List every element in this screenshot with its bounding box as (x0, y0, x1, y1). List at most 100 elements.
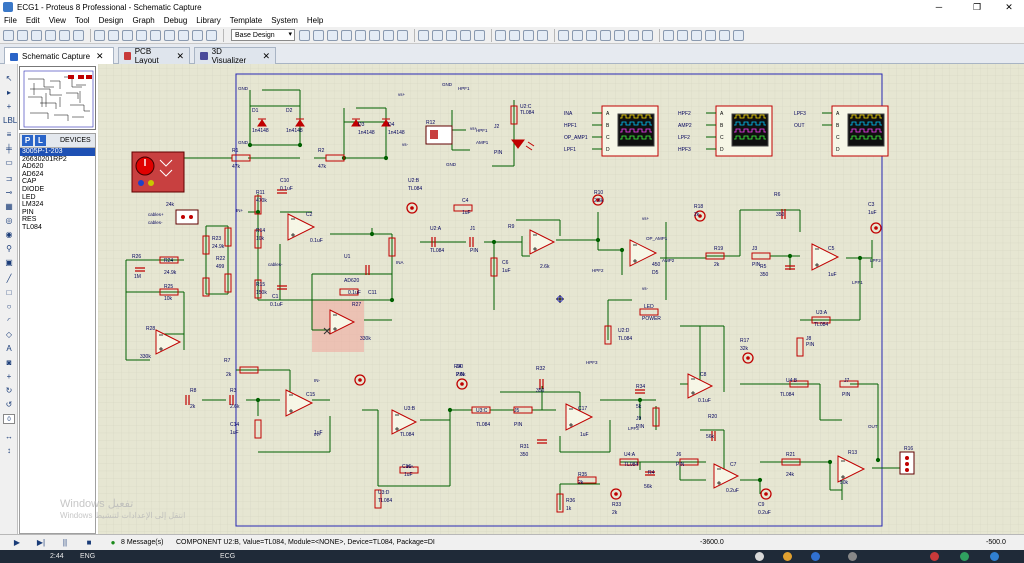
play-icon[interactable]: ▶ (13, 538, 21, 547)
tray-icon[interactable] (960, 552, 969, 561)
language-indicator[interactable]: ENG (80, 553, 96, 560)
remove-sheet-icon[interactable] (677, 29, 688, 41)
app-icon[interactable] (848, 552, 857, 561)
selection-mode-icon[interactable]: ↖ (5, 74, 13, 83)
wire-autorouter-icon[interactable] (614, 29, 625, 41)
device-item[interactable]: AD624 (22, 170, 44, 178)
pcb-icon[interactable] (122, 29, 133, 41)
cables-connector[interactable] (175, 209, 199, 225)
menu-system[interactable]: System (271, 16, 298, 25)
new-file-icon[interactable] (3, 29, 14, 41)
menu-view[interactable]: View (48, 16, 66, 25)
block-rotate-icon[interactable] (523, 29, 534, 41)
zoom-out-icon[interactable] (369, 29, 380, 41)
pin-icon[interactable]: ⊸ (5, 188, 13, 197)
path-icon[interactable]: ◇ (5, 330, 13, 339)
maximize-button[interactable]: ❐ (972, 2, 982, 12)
device-item[interactable]: RES (22, 216, 37, 224)
close-icon[interactable]: ✕ (176, 50, 184, 61)
tray-icon[interactable] (930, 552, 939, 561)
decompose-icon[interactable] (600, 29, 611, 41)
tape-icon[interactable]: ◎ (5, 216, 13, 225)
browser-icon[interactable] (811, 552, 820, 561)
design-select[interactable]: Base Design (231, 29, 295, 41)
device-item[interactable]: LM324 (22, 201, 44, 209)
menu-library[interactable]: Library (196, 16, 221, 25)
erc-icon[interactable] (719, 29, 730, 41)
tray-icon[interactable] (990, 552, 999, 561)
chrome-icon[interactable] (755, 552, 764, 561)
pause-icon[interactable]: || (62, 538, 68, 547)
paste-icon[interactable] (474, 29, 485, 41)
device-item[interactable]: CAP (22, 178, 37, 186)
taskbar-app[interactable]: ECG (220, 553, 236, 560)
undo-icon[interactable] (418, 29, 429, 41)
netlist-icon[interactable] (733, 29, 744, 41)
grid-icon[interactable] (313, 29, 324, 41)
circle-icon[interactable]: ○ (6, 302, 12, 311)
close-icon[interactable]: ✕ (262, 50, 270, 61)
export-icon[interactable] (59, 29, 70, 41)
menu-debug[interactable]: Debug (163, 16, 188, 25)
step-icon[interactable]: ▶| (36, 538, 46, 547)
text-icon[interactable]: A (6, 344, 12, 353)
bill-of-materials-icon[interactable] (705, 29, 716, 41)
instrument-icon[interactable]: ▣ (5, 258, 13, 267)
terminal-icon[interactable]: ⊐ (5, 174, 13, 183)
menu-graph[interactable]: Graph (132, 16, 155, 25)
block-move-icon[interactable] (509, 29, 520, 41)
block-delete-icon[interactable] (537, 29, 548, 41)
pan-icon[interactable] (341, 29, 352, 41)
bom-icon[interactable] (164, 29, 175, 41)
notes-icon[interactable] (192, 29, 203, 41)
box-icon[interactable]: □ (6, 288, 12, 297)
pick-devices-button[interactable]: P (22, 135, 33, 146)
help-icon[interactable] (206, 29, 217, 41)
new-sheet-icon[interactable] (663, 29, 674, 41)
make-device-icon[interactable] (572, 29, 583, 41)
block-copy-icon[interactable] (495, 29, 506, 41)
device-item[interactable]: PIN (22, 208, 34, 216)
menu-help[interactable]: Help (306, 16, 324, 25)
minimize-button[interactable]: ─ (935, 2, 943, 12)
device-item[interactable]: TL084 (22, 223, 42, 231)
device-item[interactable]: DIODE (22, 185, 45, 193)
rotate-ccw-icon[interactable]: ↺ (5, 400, 13, 409)
pick-device-icon[interactable] (558, 29, 569, 41)
device-item[interactable]: AD620 (22, 163, 44, 171)
copy-icon[interactable] (460, 29, 471, 41)
cut-icon[interactable] (446, 29, 457, 41)
zoom-area-icon[interactable] (397, 29, 408, 41)
schematic-drawing[interactable]: ABCDINAHPF1OP_AMP1LPF1ABCDHPF2AMP2LPF2HP… (98, 64, 1024, 534)
search-icon[interactable] (628, 29, 639, 41)
component-mode-icon[interactable]: ▸ (6, 88, 11, 97)
library-manager-button[interactable]: L (35, 135, 46, 146)
tab-3d-visualizer[interactable]: 3D Visualizer ✕ (194, 47, 276, 65)
menu-template[interactable]: Template (229, 16, 263, 25)
refresh-icon[interactable] (299, 29, 310, 41)
source-icon[interactable] (178, 29, 189, 41)
3d-icon[interactable] (136, 29, 147, 41)
close-button[interactable]: ✕ (1005, 2, 1013, 12)
close-icon[interactable]: ✕ (96, 51, 104, 61)
mirror-horizontal-icon[interactable]: ↔ (5, 432, 13, 441)
marker-icon[interactable]: + (6, 372, 12, 381)
line-icon[interactable]: ╱ (6, 274, 12, 283)
overview-preview[interactable] (19, 66, 96, 130)
device-item[interactable]: LED (22, 193, 36, 201)
signal-generator[interactable] (131, 151, 185, 193)
zoom-in-icon[interactable] (355, 29, 366, 41)
output-connector[interactable] (899, 451, 915, 475)
zoom-all-icon[interactable] (383, 29, 394, 41)
messages-count[interactable]: 8 Message(s) (121, 539, 164, 546)
menu-file[interactable]: File (4, 16, 17, 25)
graph-icon[interactable]: ▦ (5, 202, 13, 211)
close-project-icon[interactable] (73, 29, 84, 41)
import-icon[interactable] (45, 29, 56, 41)
rotate-cw-icon[interactable]: ↻ (5, 386, 13, 395)
power-indicator[interactable] (425, 125, 453, 145)
text-script-icon[interactable]: ≡ (6, 130, 12, 139)
menu-tool[interactable]: Tool (74, 16, 90, 25)
menu-edit[interactable]: Edit (25, 16, 40, 25)
